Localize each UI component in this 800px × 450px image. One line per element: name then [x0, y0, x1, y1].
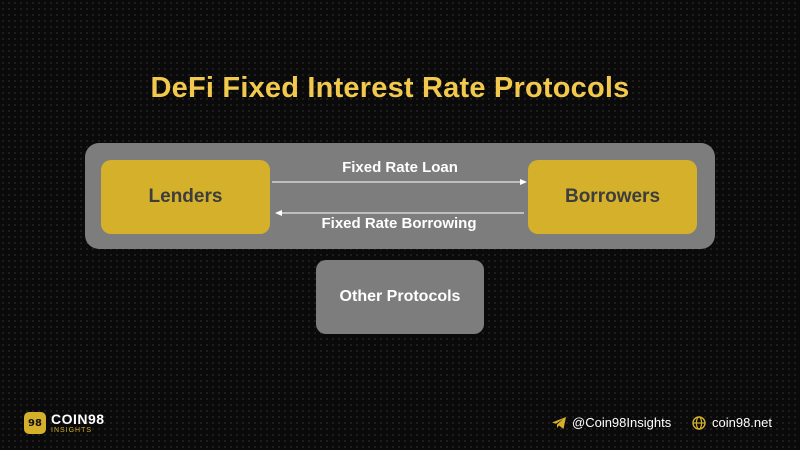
website-url: coin98.net	[712, 415, 772, 430]
telegram-icon	[552, 416, 566, 429]
diagram-title: DeFi Fixed Interest Rate Protocols	[150, 72, 630, 104]
globe-icon	[692, 415, 706, 430]
coin98-logo: 98 COIN98 INSIGHTS	[24, 412, 105, 434]
borrowers-label: Borrowers	[564, 186, 661, 207]
other-protocols-label: Other Protocols	[339, 288, 461, 305]
lenders-node: Lenders	[101, 160, 270, 234]
lenders-label: Lenders	[148, 186, 223, 207]
telegram-link[interactable]: @Coin98Insights	[552, 415, 671, 430]
fixed-rate-loan-label: Fixed Rate Loan	[342, 159, 458, 176]
logo-name: COIN98	[51, 411, 105, 427]
other-protocols-node: Other Protocols	[316, 260, 484, 334]
telegram-handle: @Coin98Insights	[572, 415, 672, 430]
logo-subtitle: INSIGHTS	[51, 427, 93, 434]
fixed-rate-borrowing-label: Fixed Rate Borrowing	[321, 215, 477, 232]
loan-arrow	[272, 179, 527, 185]
borrowing-arrow	[275, 210, 524, 216]
logo-mark: 98	[24, 412, 46, 434]
website-link[interactable]: coin98.net	[692, 415, 772, 430]
borrowers-node: Borrowers	[528, 160, 697, 234]
